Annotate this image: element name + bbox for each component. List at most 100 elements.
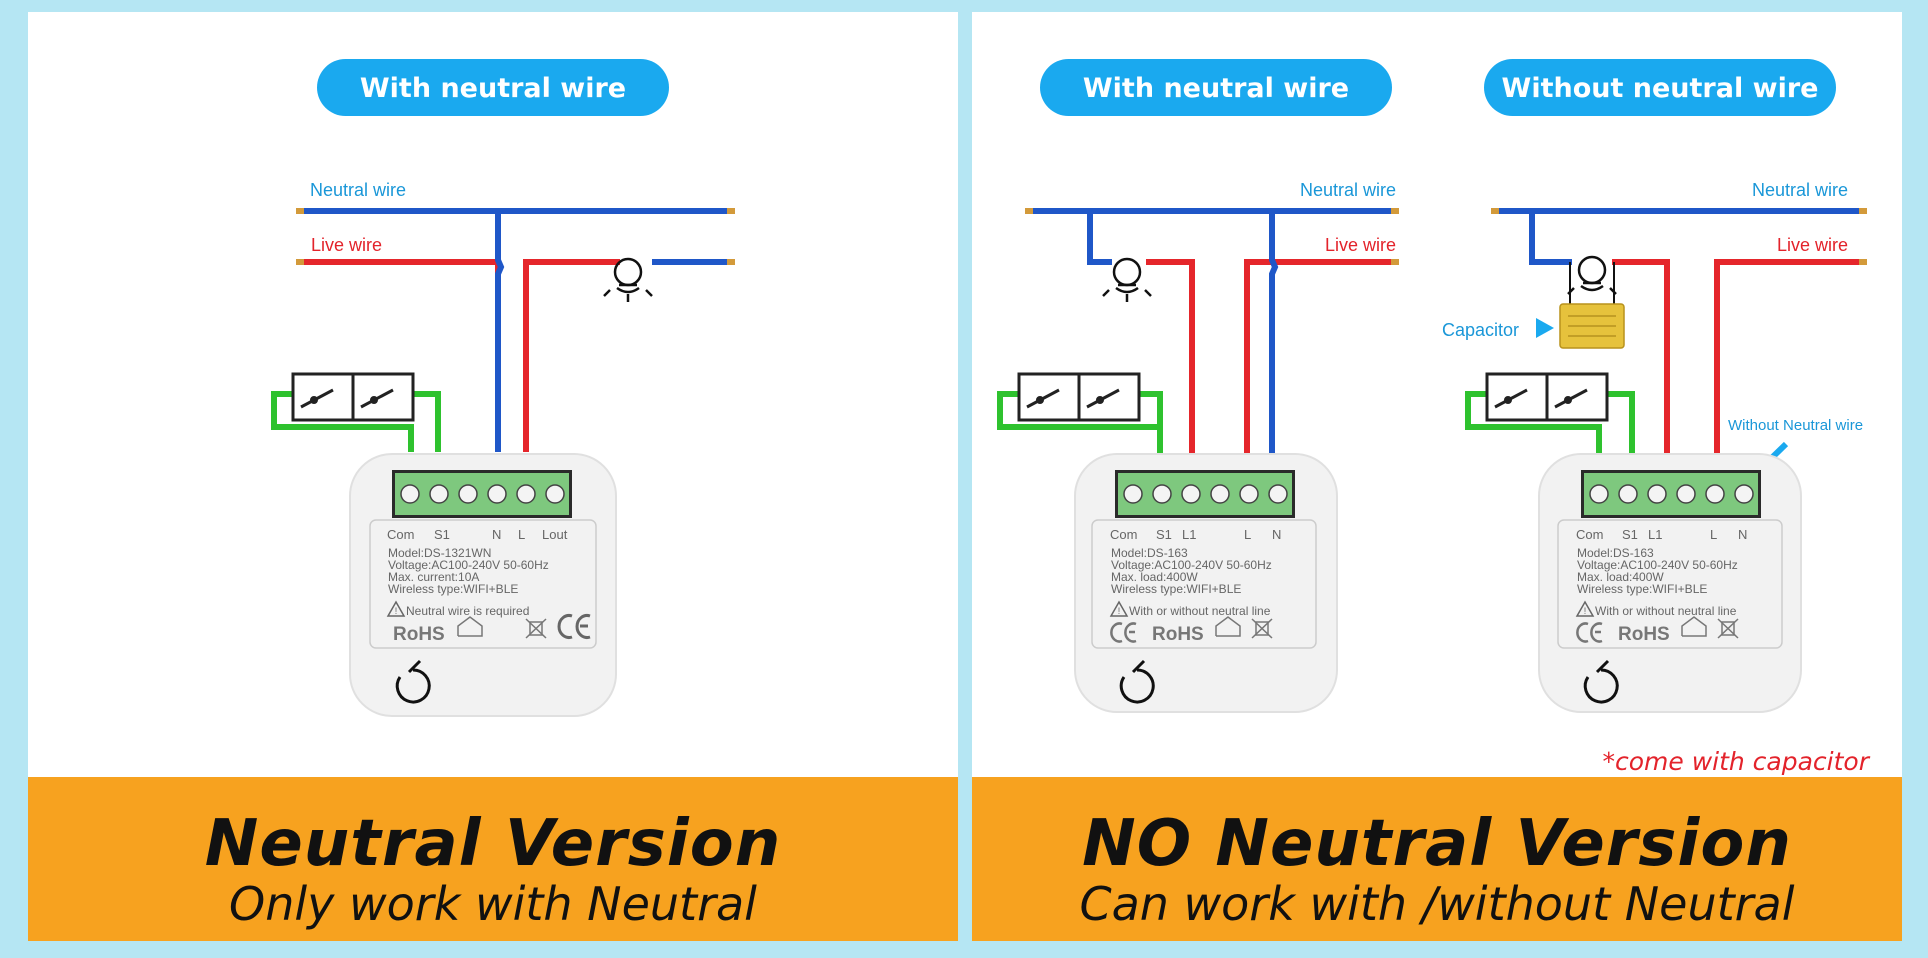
- terminal-s1: S1: [1156, 527, 1172, 542]
- rohs-mark: RoHS: [393, 624, 445, 645]
- device-wireless: Wireless type:WIFI+BLE: [1111, 582, 1241, 596]
- device-note: With or without neutral line: [1129, 604, 1271, 618]
- warning-icon: !: [1575, 600, 1595, 617]
- no-neutral-version-panel: With neutral wire Without neutral wire N…: [972, 12, 1902, 941]
- terminal-l1: L1: [1648, 527, 1662, 542]
- switch-wire-inner: [413, 391, 441, 452]
- neutral-version-title: Neutral Version: [204, 807, 782, 881]
- lamp-neutral-wire-b: [1529, 211, 1572, 265]
- neutral-mains-wire: [296, 208, 735, 214]
- live-wire-label: Live wire: [311, 235, 382, 255]
- terminal-lout: Lout: [542, 527, 568, 542]
- warning-icon: !: [386, 600, 406, 617]
- switch-wire-outer-a: [997, 391, 1163, 487]
- neutral-wire-label: Neutral wire: [310, 180, 406, 200]
- neutral-version-subtitle: Only work with Neutral: [229, 877, 757, 931]
- with-neutral-pill-label: With neutral wire: [1083, 73, 1349, 104]
- terminal-n: N: [492, 527, 501, 542]
- terminal-n: N: [1738, 527, 1747, 542]
- ce-mark-icon: [1110, 622, 1137, 643]
- device-model: Model:DS-1321WN: [388, 546, 491, 560]
- device-note: Neutral wire is required: [406, 604, 529, 618]
- wall-switch-b: [1485, 372, 1609, 422]
- neutral-wire-label-b: Neutral wire: [1752, 180, 1848, 200]
- live-wire-label-b: Live wire: [1777, 235, 1848, 255]
- terminal-com: Com: [1110, 527, 1137, 542]
- terminal-s1: S1: [1622, 527, 1638, 542]
- bulb-icon: [1102, 257, 1152, 302]
- device-voltage: Voltage:AC100-240V 50-60Hz: [388, 558, 549, 572]
- terminal-l: L: [1710, 527, 1717, 542]
- capacitor-icon: [1559, 303, 1625, 349]
- house-icon: [457, 616, 483, 637]
- with-neutral-pill-label: With neutral wire: [360, 73, 626, 104]
- device-wireless: Wireless type:WIFI+BLE: [388, 582, 518, 596]
- live-wire-label-a: Live wire: [1325, 235, 1396, 255]
- terminal-l: L: [518, 527, 525, 542]
- lamp-live-wire-a: [1146, 259, 1195, 487]
- neutral-wiring-diagram: With neutral wire Neutral wire Live wire: [271, 59, 735, 717]
- smart-switch-module: Com S1 N L Lout Model:DS-1321WN Voltage:…: [349, 453, 617, 717]
- wall-switch-a: [1017, 372, 1141, 422]
- terminal-com: Com: [387, 527, 414, 542]
- lamp-neutral-wire-a: [1087, 211, 1112, 265]
- rohs-mark: RoHS: [1152, 624, 1204, 645]
- button-icon: [1119, 659, 1155, 704]
- weee-bin-icon: [1251, 618, 1273, 639]
- live-mains-wire: [296, 259, 501, 452]
- switch-wire-inner-a: [1139, 391, 1163, 427]
- bulb-icon: [1567, 255, 1617, 295]
- arrow-icon: [1536, 318, 1554, 338]
- neutral-version-panel: With neutral wire Neutral wire Live wire: [28, 12, 958, 941]
- without-neutral-pill-label: Without neutral wire: [1502, 73, 1819, 104]
- capacitor-label: Capacitor: [1442, 320, 1519, 340]
- live-mains-wire-a: [1244, 259, 1392, 487]
- warning-icon: !: [1109, 600, 1129, 617]
- with-neutral-pill: With neutral wire: [1040, 59, 1392, 116]
- device-note: With or without neutral line: [1595, 604, 1737, 618]
- lamp-live-wire: [523, 259, 620, 452]
- neutral-wire-label-a: Neutral wire: [1300, 180, 1396, 200]
- device-max-load: Max. load:400W: [1577, 570, 1664, 584]
- device-voltage: Voltage:AC100-240V 50-60Hz: [1577, 558, 1738, 572]
- ce-mark-icon: [557, 614, 591, 639]
- weee-bin-icon: [1717, 618, 1739, 639]
- live-mains-wire-b: [1714, 259, 1860, 487]
- svg-text:!: !: [395, 606, 398, 616]
- button-icon: [1583, 659, 1619, 704]
- device-model: Model:DS-163: [1577, 546, 1654, 560]
- device-voltage: Voltage:AC100-240V 50-60Hz: [1111, 558, 1272, 572]
- wall-switch: [291, 372, 415, 422]
- without-neutral-annotation: Without Neutral wire: [1728, 417, 1863, 434]
- no-neutral-version-banner: NO Neutral Version Can work with /withou…: [972, 777, 1902, 941]
- no-neutral-version-title: NO Neutral Version: [1082, 807, 1792, 881]
- capacitor-note: *come with capacitor: [1602, 747, 1870, 776]
- device-model: Model:DS-163: [1111, 546, 1188, 560]
- terminal-com: Com: [1576, 527, 1603, 542]
- neutral-drop-wire: [495, 211, 505, 452]
- terminal-l: L: [1244, 527, 1251, 542]
- button-icon: [395, 659, 431, 704]
- no-neutral-wiring-diagram: With neutral wire Without neutral wire N…: [997, 59, 1871, 776]
- house-icon: [1681, 616, 1707, 637]
- terminal-n: N: [1272, 527, 1281, 542]
- weee-bin-icon: [525, 618, 547, 639]
- lamp-live-wire-b: [1612, 259, 1670, 487]
- device-wireless: Wireless type:WIFI+BLE: [1577, 582, 1707, 596]
- bulb-icon: [603, 257, 653, 302]
- smart-switch-module-b: Com S1 L1 L N Model:DS-163 Voltage:AC100…: [1538, 453, 1802, 713]
- device-max-load: Max. load:400W: [1111, 570, 1198, 584]
- switch-wire-outer: [271, 391, 414, 452]
- no-neutral-version-subtitle: Can work with /without Neutral: [1079, 877, 1795, 931]
- svg-text:!: !: [1118, 606, 1121, 616]
- device-max-current: Max. current:10A: [388, 570, 479, 584]
- house-icon: [1215, 616, 1241, 637]
- terminal-l1: L1: [1182, 527, 1196, 542]
- neutral-drop-wire-a: [1269, 211, 1279, 487]
- neutral-version-banner: Neutral Version Only work with Neutral: [28, 777, 958, 941]
- ce-mark-icon: [1576, 622, 1603, 643]
- switch-wire-outer-b: [1465, 391, 1602, 487]
- with-neutral-pill: With neutral wire: [317, 59, 669, 116]
- rohs-mark: RoHS: [1618, 624, 1670, 645]
- without-neutral-pill: Without neutral wire: [1484, 59, 1836, 116]
